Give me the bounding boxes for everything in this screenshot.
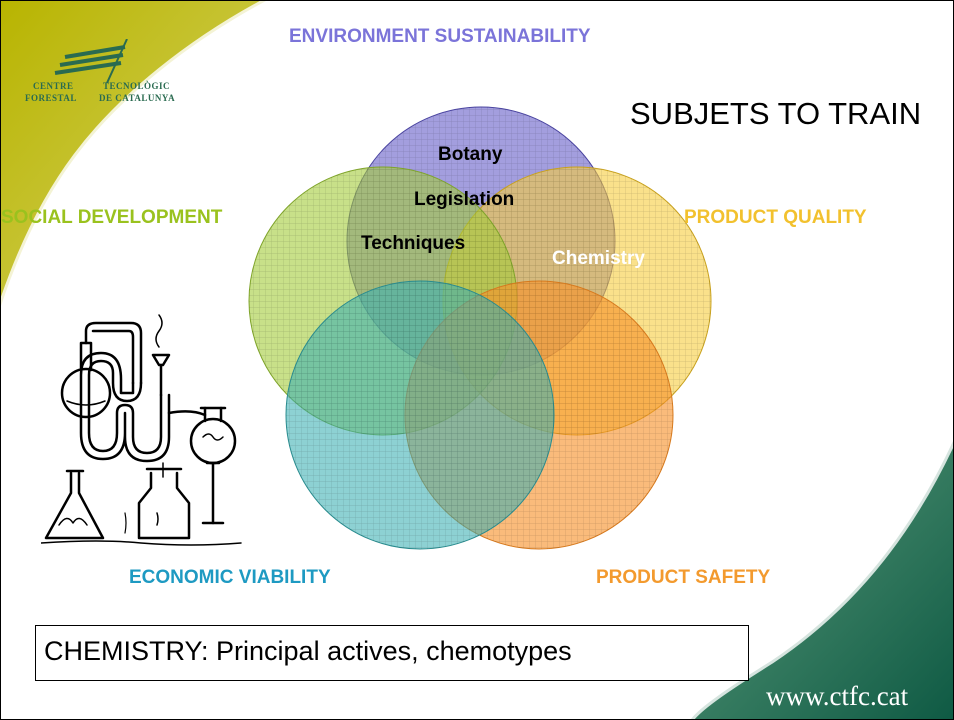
- ctfc-logo: CENTRE TECNOLÒGIC FORESTAL DE CATALUNYA: [25, 39, 195, 119]
- lab-glassware-illustration: [41, 314, 242, 546]
- corner-swoosh-left-edge: [1, 1, 268, 307]
- corner-swoosh-right: [691, 441, 953, 719]
- chemistry-note-box: CHEMISTRY: Principal actives, chemotypes: [35, 625, 749, 681]
- topic-techniques: Techniques: [361, 233, 466, 254]
- topic-chemistry: Chemistry: [552, 248, 645, 269]
- label-product-safety: PRODUCT SAFETY: [596, 567, 771, 588]
- logo-mark-icon: [54, 39, 128, 84]
- label-product-quality: PRODUCT QUALITY: [684, 207, 867, 228]
- logo-text-catalunya: DE CATALUNYA: [99, 93, 176, 103]
- logo-text-centre: CENTRE: [33, 81, 74, 91]
- label-economic-viability: ECONOMIC VIABILITY: [129, 567, 331, 588]
- venn-diagram: [248, 106, 712, 550]
- website-url: www.ctfc.cat: [766, 681, 909, 711]
- label-environment-sustainability: ENVIRONMENT SUSTAINABILITY: [289, 26, 591, 47]
- slide-title: SUBJETS TO TRAIN: [630, 96, 922, 131]
- corner-swoosh-left: [1, 1, 266, 306]
- circle-economic-grid: [286, 281, 554, 549]
- corner-swoosh-right-edge: [688, 439, 953, 719]
- logo-text-forestal: FORESTAL: [25, 93, 77, 103]
- topic-legislation: Legislation: [414, 189, 515, 210]
- topic-botany: Botany: [438, 144, 503, 165]
- label-social-development: SOCIAL DEVELOPMENT: [1, 207, 223, 228]
- logo-text-tecnologic: TECNOLÒGIC: [103, 81, 171, 91]
- chemistry-note-text: CHEMISTRY: Principal actives, chemotypes: [44, 636, 572, 666]
